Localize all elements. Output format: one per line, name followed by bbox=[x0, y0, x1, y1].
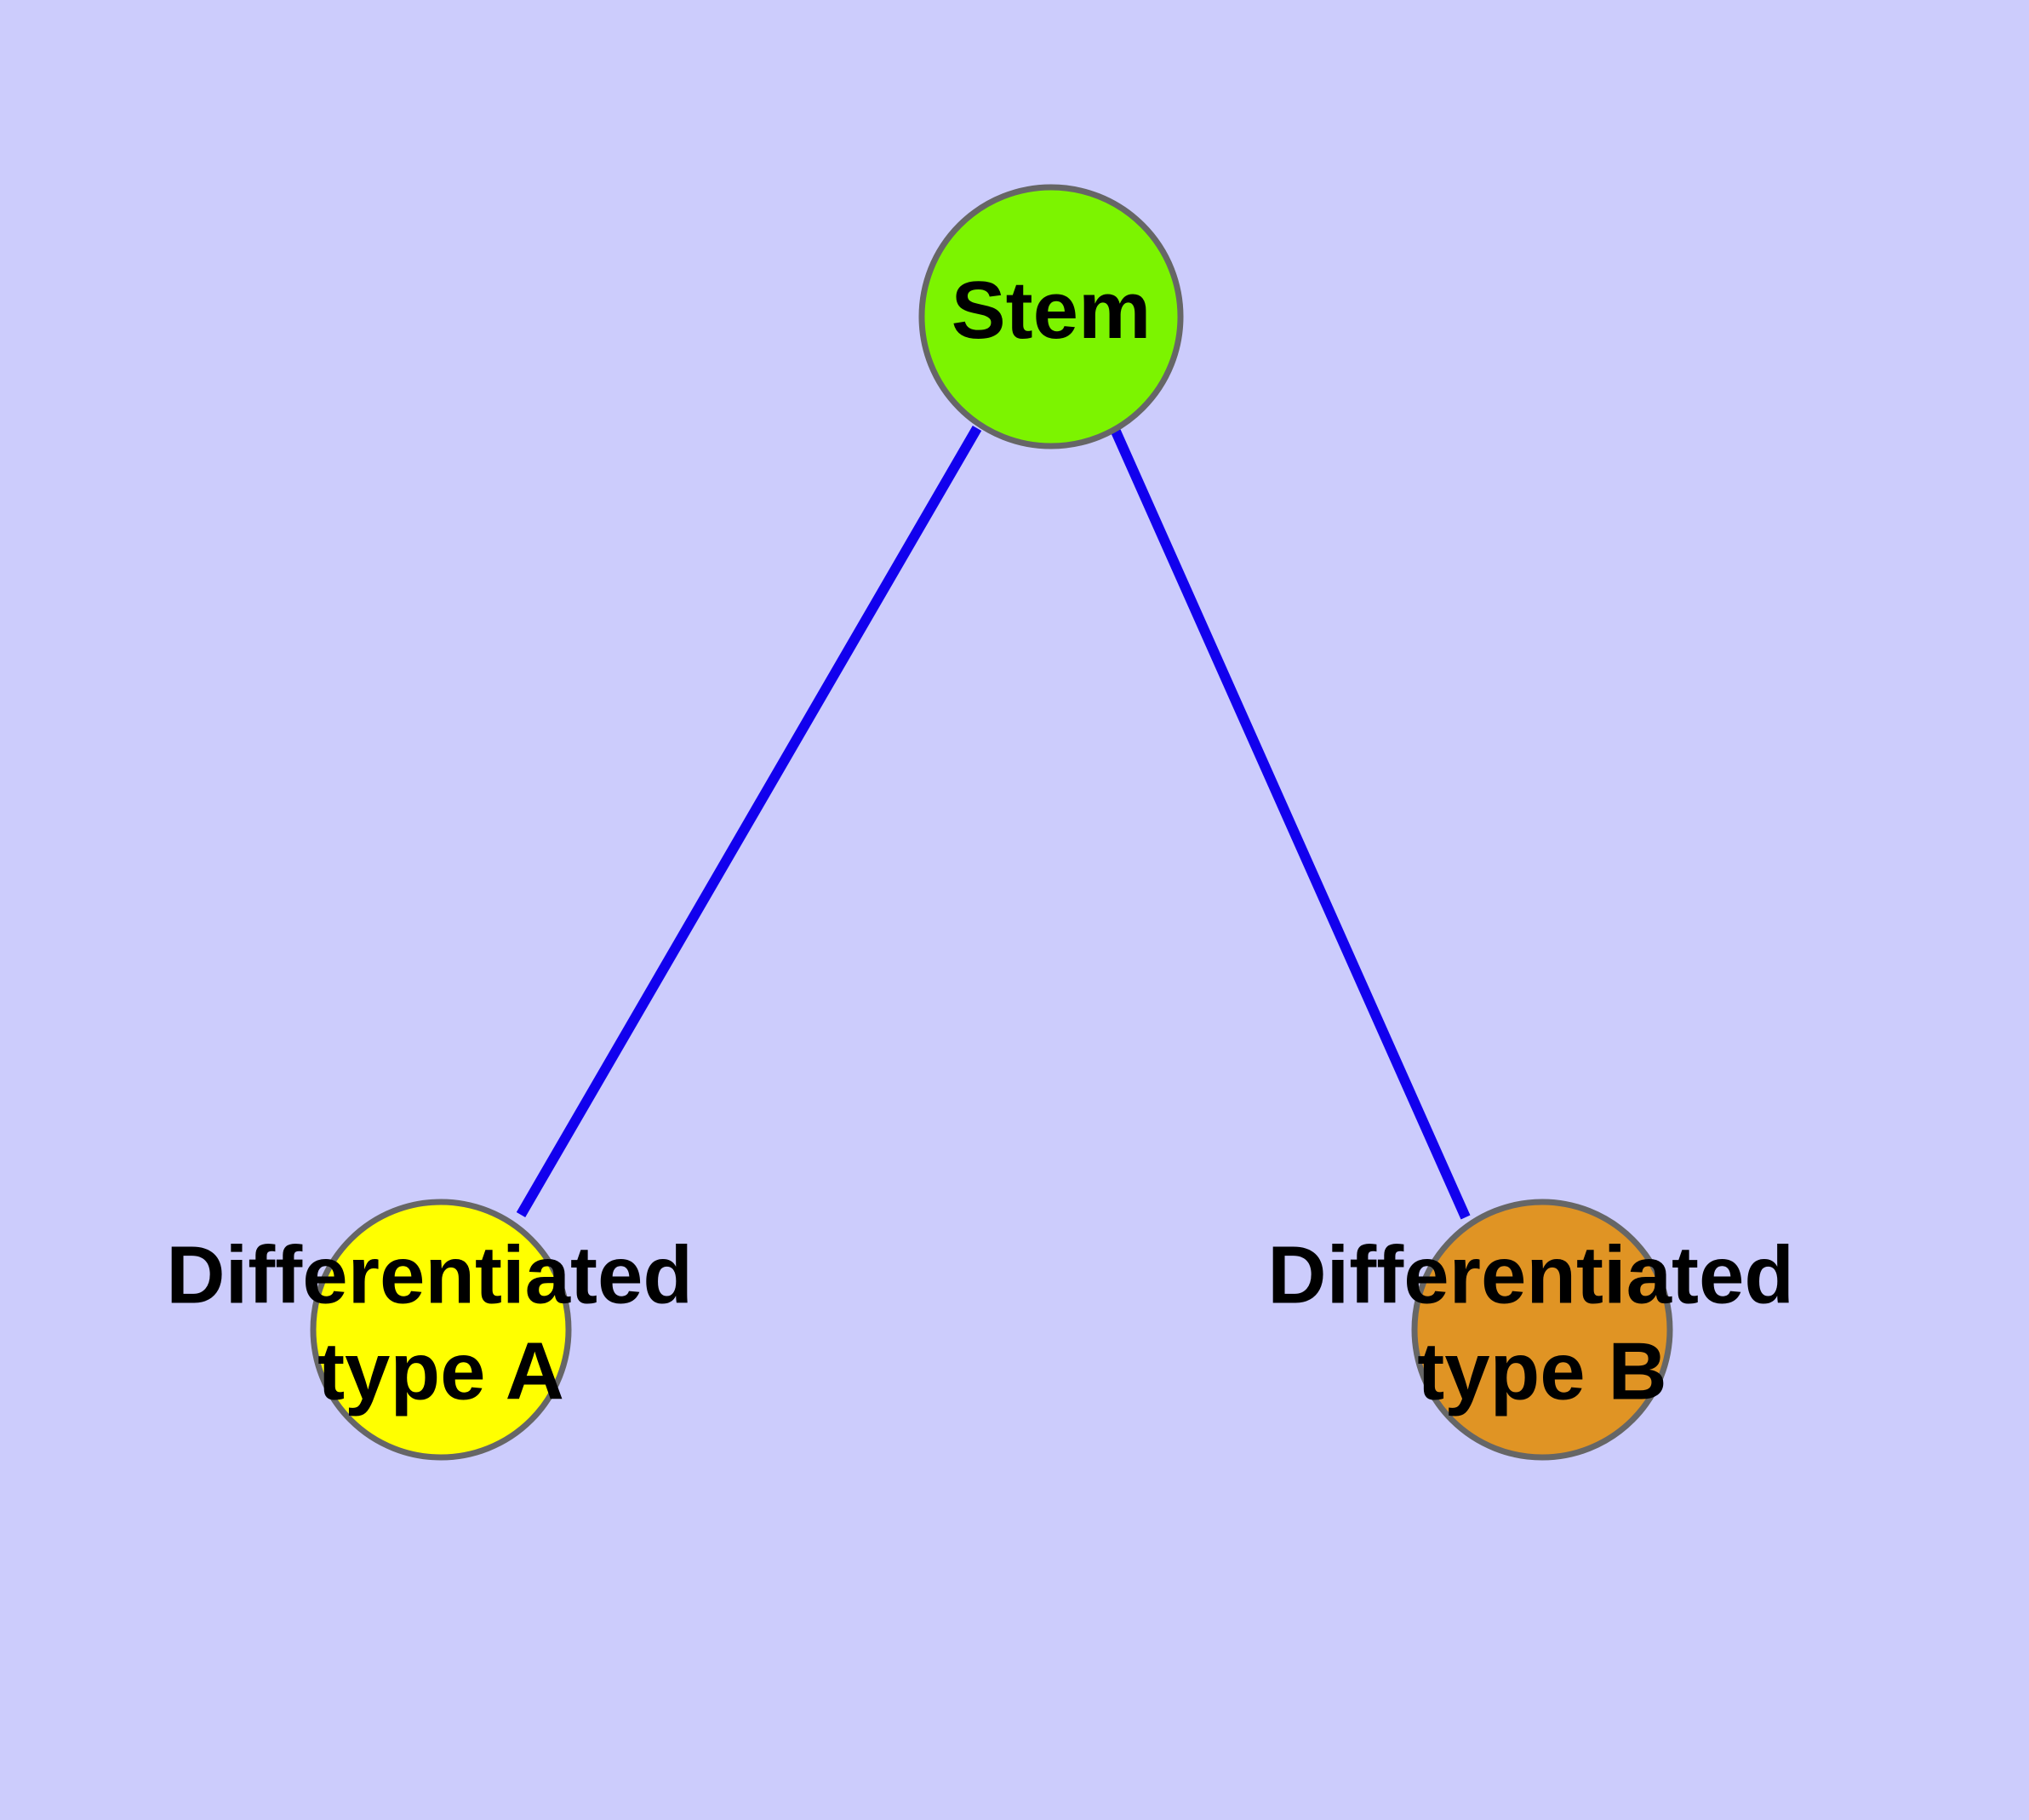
node-differentiated-type-b-label-line-1: Differentiated bbox=[1267, 1230, 1794, 1321]
node-stem-circle[interactable] bbox=[918, 184, 1184, 449]
edge-stem-to-differentiated-type-b bbox=[1108, 423, 1471, 1220]
node-differentiated-type-b[interactable]: Differentiated type B bbox=[1267, 1199, 1816, 1461]
edges-layer bbox=[516, 423, 1471, 1220]
nodes-layer: Stem Differentiated type A Differentiate… bbox=[166, 184, 1816, 1461]
node-differentiated-type-a-label: Differentiated type A bbox=[166, 1230, 715, 1417]
node-differentiated-type-b-label: Differentiated type B bbox=[1267, 1230, 1816, 1417]
node-differentiated-type-b-label-line-2: type B bbox=[1417, 1326, 1666, 1417]
node-differentiated-type-a-label-line-2: type A bbox=[317, 1326, 564, 1417]
node-differentiated-type-b-circle[interactable] bbox=[1411, 1199, 1673, 1461]
edge-stem-to-differentiated-type-a bbox=[516, 425, 982, 1218]
node-differentiated-type-a-label-line-1: Differentiated bbox=[166, 1230, 693, 1321]
node-differentiated-type-a-circle[interactable] bbox=[310, 1199, 572, 1461]
node-stem[interactable]: Stem bbox=[918, 184, 1184, 449]
node-stem-label: Stem bbox=[952, 265, 1152, 356]
node-differentiated-type-a[interactable]: Differentiated type A bbox=[166, 1199, 715, 1461]
node-stem-label-line-1: Stem bbox=[952, 265, 1152, 356]
